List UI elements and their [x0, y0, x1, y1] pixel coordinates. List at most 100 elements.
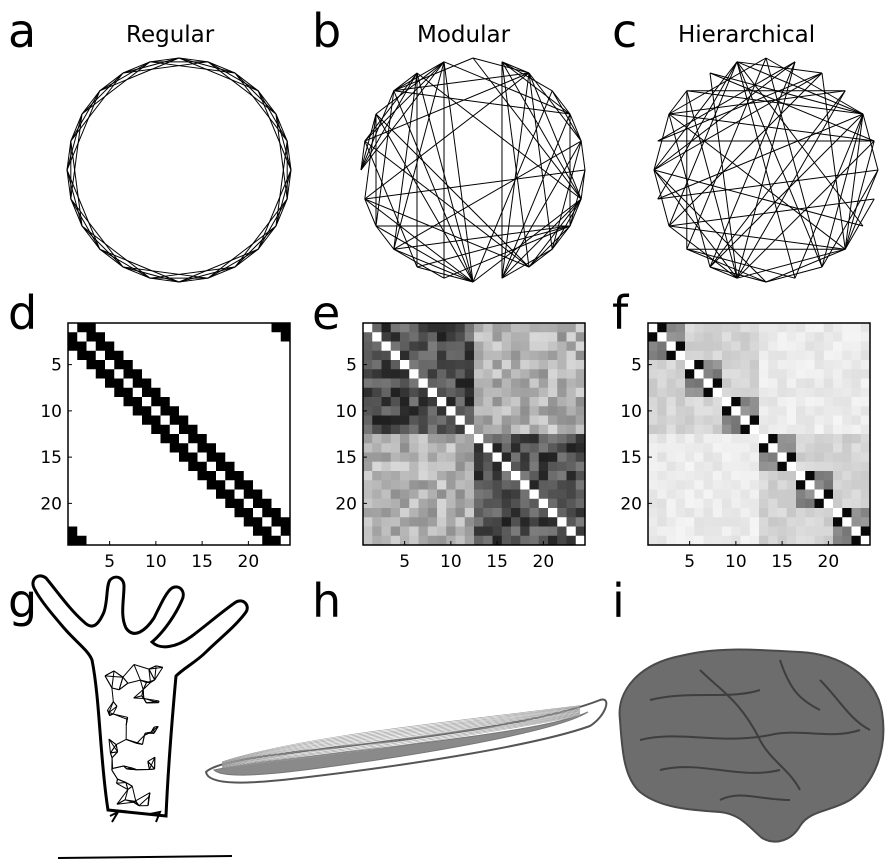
matrix-cell — [133, 342, 143, 352]
matrix-cell — [170, 425, 180, 435]
matrix-cell — [722, 351, 732, 361]
matrix-cell — [511, 443, 521, 453]
matrix-cell — [852, 406, 862, 416]
matrix-cell — [557, 536, 567, 546]
matrix-cell — [511, 397, 521, 407]
matrix-cell — [456, 434, 466, 444]
matrix-cell — [778, 527, 788, 537]
matrix-cell — [685, 499, 695, 509]
graph-edge — [669, 199, 874, 226]
matrix-cell — [824, 499, 834, 509]
matrix-cell — [244, 379, 254, 389]
matrix-cell — [557, 351, 567, 361]
matrix-cell — [741, 323, 751, 333]
matrix-cell — [805, 369, 815, 379]
matrix-cell — [787, 480, 797, 490]
matrix-cell — [539, 332, 549, 342]
matrix-cell — [530, 480, 540, 490]
matrix-cell — [787, 342, 797, 352]
matrix-cell — [824, 490, 834, 500]
matrix-cell — [731, 323, 741, 333]
matrix-cell — [465, 379, 475, 389]
graph-edge — [417, 73, 473, 282]
hierarchical-network-graph — [654, 58, 878, 282]
matrix-cell — [419, 406, 429, 416]
matrix-cell — [77, 416, 87, 426]
matrix-cell — [842, 490, 852, 500]
matrix-cell — [648, 388, 658, 398]
matrix-cell — [805, 536, 815, 546]
matrix-cell — [272, 527, 282, 537]
matrix-cell — [133, 508, 143, 518]
matrix-cell — [363, 527, 373, 537]
matrix-cell — [281, 527, 291, 537]
matrix-cell — [576, 499, 586, 509]
matrix-cell — [713, 434, 723, 444]
matrix-cell — [114, 323, 124, 333]
matrix-cell — [483, 462, 493, 472]
matrix-cell — [502, 360, 512, 370]
matrix-cell — [456, 323, 466, 333]
matrix-cell — [815, 323, 825, 333]
matrix-cell — [731, 379, 741, 389]
matrix-cell — [493, 499, 503, 509]
matrix-cell — [713, 379, 723, 389]
matrix-cell — [253, 462, 263, 472]
matrix-cell — [557, 490, 567, 500]
matrix-cell — [796, 342, 806, 352]
matrix-cell — [548, 462, 558, 472]
matrix-cell — [539, 425, 549, 435]
matrix-cell — [465, 369, 475, 379]
matrix-cell — [741, 369, 751, 379]
matrix-cell — [142, 517, 152, 527]
matrix-cell — [667, 379, 677, 389]
matrix-cell — [437, 434, 447, 444]
matrix-cell — [161, 397, 171, 407]
matrix-cell — [520, 369, 530, 379]
matrix-cell — [576, 416, 586, 426]
matrix-cell — [170, 323, 180, 333]
matrix-cell — [272, 462, 282, 472]
matrix-cell — [511, 508, 521, 518]
matrix-cell — [253, 453, 263, 463]
matrix-cell — [281, 360, 291, 370]
matrix-cell — [796, 360, 806, 370]
matrix-cell — [382, 434, 392, 444]
matrix-cell — [759, 342, 769, 352]
matrix-cell — [824, 360, 834, 370]
matrix-cell — [142, 379, 152, 389]
matrix-cell — [198, 369, 208, 379]
matrix-cell — [852, 342, 862, 352]
matrix-cell — [502, 480, 512, 490]
matrix-cell — [400, 360, 410, 370]
matrix-cell — [96, 462, 106, 472]
matrix-cell — [667, 323, 677, 333]
matrix-cell — [713, 397, 723, 407]
matrix-cell — [446, 360, 456, 370]
matrix-cell — [151, 517, 161, 527]
matrix-cell — [483, 351, 493, 361]
matrix-cell — [272, 480, 282, 490]
matrix-cell — [225, 462, 235, 472]
matrix-cell — [419, 425, 429, 435]
matrix-cell — [391, 443, 401, 453]
matrix-cell — [96, 536, 106, 546]
matrix-cell — [557, 425, 567, 435]
matrix-cell — [520, 508, 530, 518]
matrix-cell — [750, 527, 760, 537]
matrix-cell — [861, 517, 871, 527]
matrix-cell — [207, 332, 217, 342]
matrix-cell — [530, 471, 540, 481]
matrix-cell — [861, 323, 871, 333]
matrix-cell — [750, 369, 760, 379]
matrix-cell — [235, 480, 245, 490]
matrix-cell — [124, 499, 134, 509]
matrix-cell — [824, 527, 834, 537]
matrix-cell — [833, 379, 843, 389]
matrix-cell — [704, 351, 714, 361]
y-tick-label: 10 — [40, 402, 62, 422]
matrix-cell — [567, 499, 577, 509]
matrix-cell — [77, 425, 87, 435]
matrix-cell — [768, 379, 778, 389]
matrix-cell — [778, 342, 788, 352]
